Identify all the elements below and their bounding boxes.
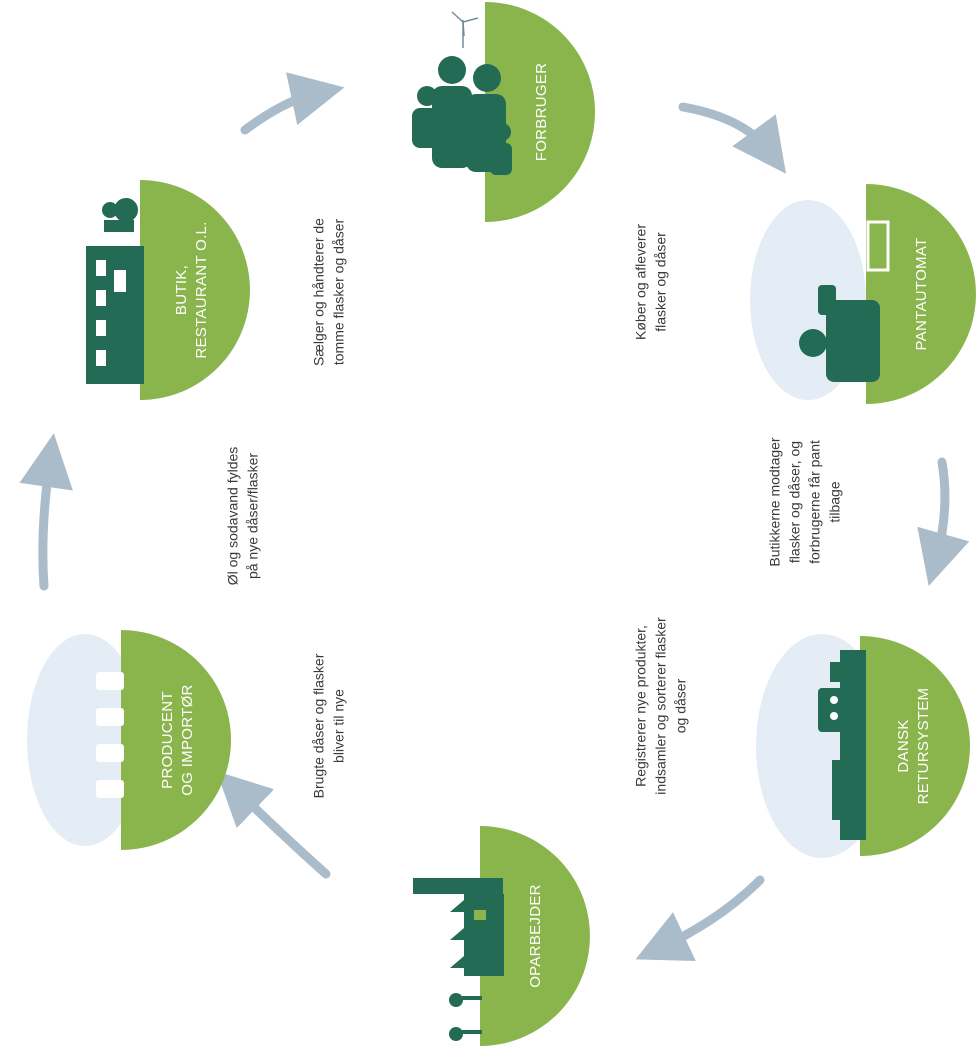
step-pantautomat-line2: flasker og dåser, og: [787, 441, 803, 563]
arrow-producent-to-butik: [19, 433, 73, 591]
node-oparbejder-label: OPARBEJDER: [527, 884, 544, 988]
step-retursystem-line3: og dåser: [673, 678, 689, 733]
step-forbruger-line1: Køber og afleverer: [633, 224, 649, 340]
node-butik-label-line2: RESTAURANT O.L.: [193, 221, 210, 358]
arrow-retursystem-to-oparbejder: [635, 875, 765, 962]
arrow-oparbejder-to-producent: [216, 771, 331, 879]
step-butik-text: Sælger og håndterer de tomme flasker og …: [311, 218, 347, 366]
step-producent-line1: Øl og sodavand fyldes: [225, 447, 241, 586]
node-dansk-retursystem: DANSK RETURSYSTEM: [756, 634, 970, 858]
node-producent: PRODUCENT OG IMPORTØR: [27, 630, 231, 850]
flow-arrows: [19, 72, 970, 962]
node-producent-label-line1: PRODUCENT: [159, 691, 176, 789]
step-retursystem-line1: Registrerer nye produkter,: [633, 625, 649, 787]
node-forbruger-half-circle: [485, 2, 595, 222]
node-pantautomat-label: PANTAUTOMAT: [913, 237, 930, 350]
arrow-forbruger-to-pantautomat: [678, 102, 787, 174]
node-butik-label-line1: BUTIK,: [173, 265, 190, 315]
node-dansk-retursystem-half-circle: [860, 636, 970, 856]
step-butik-line1: Sælger og håndterer de: [311, 218, 327, 366]
step-pantautomat-line1: Butikkerne modtager: [767, 437, 783, 567]
node-dansk-retursystem-label-line2: RETURSYSTEM: [915, 688, 932, 805]
node-dansk-retursystem-label-line1: DANSK: [895, 719, 912, 772]
step-oparbejder-line1: Brugte dåser og flasker: [311, 653, 327, 798]
person-at-machine-icon: [799, 220, 890, 382]
step-pantautomat-line3: forbrugerne får pant: [807, 440, 823, 564]
step-producent-line2: på nye dåser/flasker: [245, 453, 261, 579]
node-butik: BUTIK, RESTAURANT O.L.: [86, 180, 250, 400]
bottles-icon: [96, 672, 124, 798]
family-icon: [412, 11, 512, 175]
step-retursystem-line2: indsamler og sorterer flasker: [653, 617, 669, 795]
step-butik-line2: tomme flasker og dåser: [331, 219, 347, 366]
node-pantautomat-half-circle: [866, 184, 976, 404]
step-oparbejder-line2: bliver til nye: [331, 689, 347, 763]
node-oparbejder-half-circle: [480, 826, 590, 1046]
factory-icon: [413, 878, 504, 1041]
sorting-facility-icon: [818, 650, 866, 840]
node-oparbejder: OPARBEJDER: [413, 826, 590, 1046]
step-producent-text: Øl og sodavand fyldes på nye dåser/flask…: [225, 447, 261, 586]
node-producent-label-line2: OG IMPORTØR: [179, 684, 196, 795]
step-retursystem-text: Registrerer nye produkter, indsamler og …: [633, 617, 689, 795]
step-pantautomat-line4: tilbage: [827, 481, 843, 522]
step-forbruger-text: Køber og afleverer flasker og dåser: [633, 224, 669, 340]
arrow-pantautomat-to-retursystem: [917, 457, 970, 587]
node-forbruger: FORBRUGER: [412, 2, 595, 222]
node-butik-half-circle: [140, 180, 250, 400]
arrow-butik-to-forbruger: [240, 72, 345, 135]
node-producent-half-circle: [121, 630, 231, 850]
step-oparbejder-text: Brugte dåser og flasker bliver til nye: [311, 653, 347, 798]
step-pantautomat-text: Butikkerne modtager flasker og dåser, og…: [767, 437, 843, 567]
shop-icon: [86, 198, 144, 384]
node-forbruger-label: FORBRUGER: [533, 63, 550, 162]
step-forbruger-line2: flasker og dåser: [653, 232, 669, 332]
node-pantautomat: PANTAUTOMAT: [750, 184, 976, 404]
